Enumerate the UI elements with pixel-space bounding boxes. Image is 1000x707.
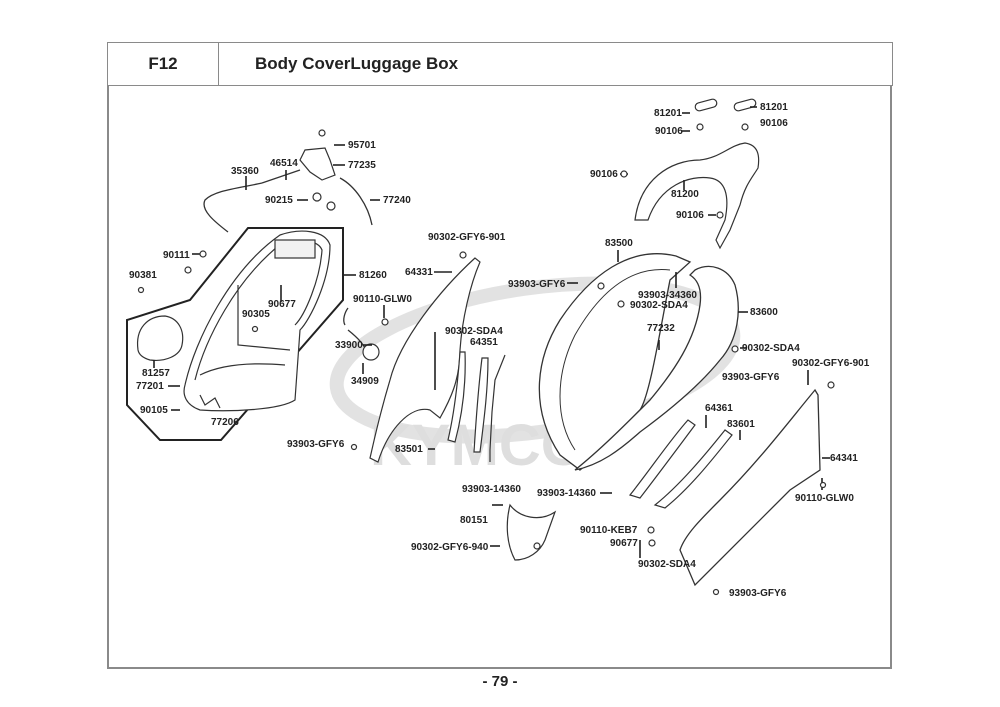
part-label: 77235	[348, 160, 376, 171]
part-label: 93903-14360	[462, 484, 521, 495]
part-label: 90106	[655, 126, 683, 137]
part-label: 93903-GFY6	[729, 588, 787, 599]
part-label: 83601	[727, 419, 755, 430]
part-label: 64351	[470, 337, 498, 348]
part-label: 90302-SDA4	[742, 343, 800, 354]
part-label: 90110-GLW0	[795, 493, 854, 504]
body-cover-left-drawing	[538, 253, 692, 471]
part-label: 81201	[654, 108, 682, 119]
part-label: 83500	[605, 238, 633, 249]
rear-lower-cover-drawing	[506, 503, 557, 561]
part-label: 90381	[129, 270, 157, 281]
part-label: 77240	[383, 195, 411, 206]
body-cover-right-drawing	[574, 265, 739, 471]
page-title: Body CoverLuggage Box	[255, 54, 459, 73]
diagram-frame	[107, 85, 892, 669]
fasteners	[137, 123, 835, 596]
part-label: 35360	[231, 166, 259, 177]
luggage-box-group-outline	[126, 227, 344, 441]
grip-cover-left-drawing	[694, 98, 718, 112]
side-strips-drawing	[447, 351, 506, 462]
page-number: - 79 -	[482, 673, 518, 690]
part-label: 33900	[335, 340, 363, 351]
part-label: 90302-GFY6-901	[792, 358, 870, 369]
part-label: 77201	[136, 381, 164, 392]
part-label: 46514	[270, 158, 298, 169]
part-label: 34909	[351, 376, 379, 387]
part-label: 90302-SDA4	[445, 326, 503, 337]
part-label: 83501	[395, 444, 423, 455]
part-label: 90215	[265, 195, 293, 206]
side-pillar-cover-drawing	[369, 257, 481, 463]
part-label: 81257	[142, 368, 170, 379]
part-label: 93903-GFY6	[287, 439, 345, 450]
part-label: 93903-34360	[638, 290, 697, 301]
part-label: 90302-SDA4	[638, 559, 696, 570]
part-label: 90302-SDA4	[630, 300, 688, 311]
part-label: 90106	[590, 169, 618, 180]
seat-pad-drawing	[137, 315, 184, 361]
part-label: 77206	[211, 417, 239, 428]
part-label: 64361	[705, 403, 733, 414]
part-label: 90106	[760, 118, 788, 129]
side-cover-right-drawing	[679, 388, 821, 587]
part-label: 95701	[348, 140, 376, 151]
part-label: 81260	[359, 270, 387, 281]
part-label: 90110-GLW0	[353, 294, 412, 305]
grip-cover-right-drawing	[733, 98, 757, 112]
part-label: 90302-GFY6-940	[411, 542, 489, 553]
part-label: 90110-KEB7	[580, 525, 638, 536]
part-label: 77232	[647, 323, 675, 334]
body-cover-left-inner-line	[559, 269, 671, 451]
leader-lines	[153, 106, 830, 558]
part-label: 64331	[405, 267, 433, 278]
seat-latch-drawing	[299, 147, 336, 181]
part-label: 81200	[671, 189, 699, 200]
part-label: 83600	[750, 307, 778, 318]
part-label: 93903-GFY6	[722, 372, 780, 383]
luggage-box-drawing	[183, 230, 331, 412]
part-label: 90677	[610, 538, 638, 549]
right-strips-drawing	[628, 419, 733, 509]
part-label: 93903-14360	[537, 488, 596, 499]
latch-cable-drawing	[203, 169, 373, 356]
section-code-text: F12	[148, 54, 178, 73]
part-label: 90105	[140, 405, 168, 416]
lamp-socket-drawing	[362, 343, 380, 361]
part-label: 93903-GFY6	[508, 279, 566, 290]
grab-rail-drawing	[634, 142, 760, 250]
part-label: 81201	[760, 102, 788, 113]
part-label: 90302-GFY6-901	[428, 232, 506, 243]
part-label: 90111	[163, 250, 190, 261]
part-label: 90106	[676, 210, 704, 221]
part-label: 90677	[268, 299, 296, 310]
part-label: 64341	[830, 453, 858, 464]
part-label: 90305	[242, 309, 270, 320]
part-label: 80151	[460, 515, 488, 526]
